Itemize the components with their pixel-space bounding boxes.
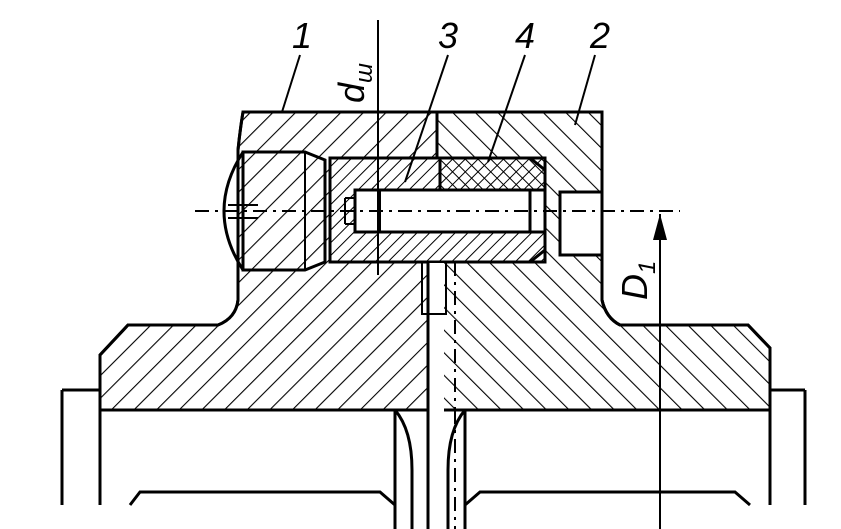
svg-text:d: d: [331, 82, 372, 103]
pin-diameter-label: d ш: [331, 63, 378, 103]
svg-text:ш: ш: [351, 63, 378, 83]
d1-dimension-line: [653, 214, 667, 529]
svg-text:1: 1: [634, 261, 661, 274]
callout-leaders: [281, 54, 596, 183]
svg-text:D: D: [614, 274, 655, 300]
callout-1: 1: [292, 15, 312, 56]
elastic-bushing: [328, 156, 547, 264]
callout-4: 4: [515, 15, 535, 56]
callout-2: 2: [589, 15, 610, 56]
d1-label: D 1: [614, 261, 661, 300]
gap-between-halves: [421, 261, 456, 412]
callout-3: 3: [438, 15, 458, 56]
shafts: [60, 388, 807, 529]
